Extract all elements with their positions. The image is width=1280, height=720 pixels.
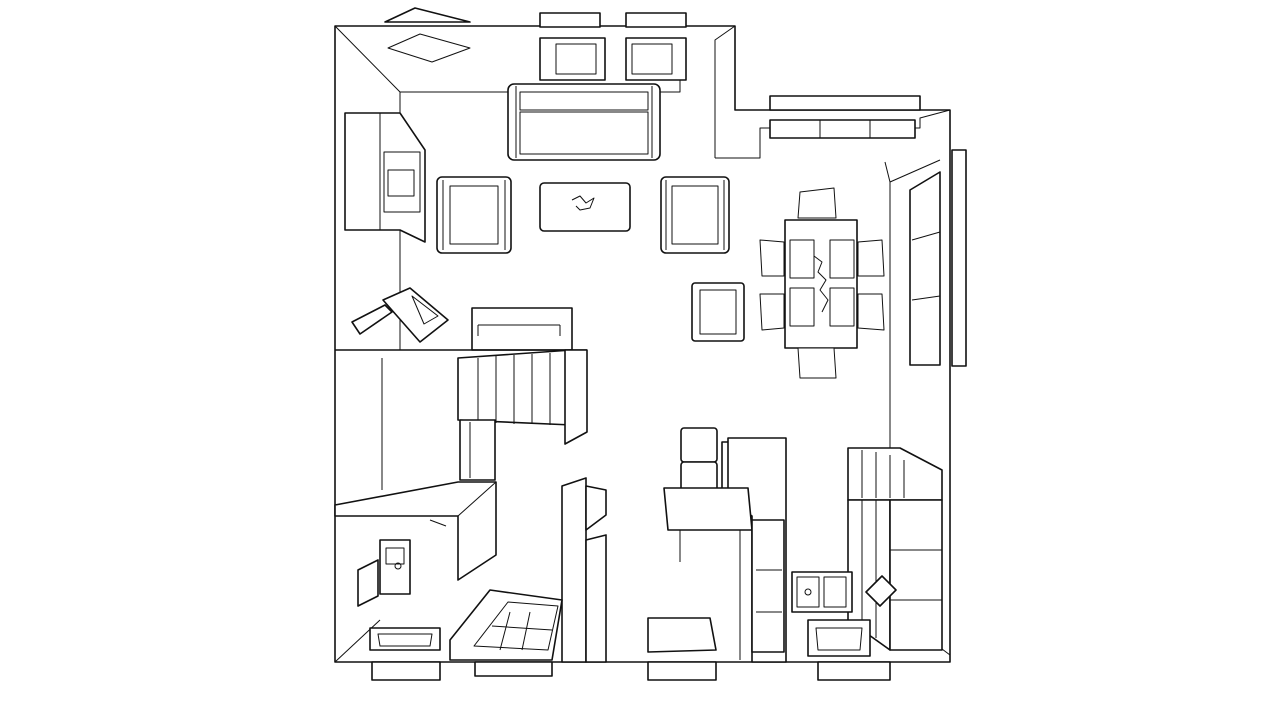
hallway-walls [334, 477, 607, 663]
sofa [507, 83, 661, 161]
kitchen-counter [663, 437, 787, 663]
window-top-center [539, 12, 606, 81]
coffee-table [539, 182, 631, 232]
side-cabinet [471, 307, 573, 351]
entrance-door [449, 589, 563, 677]
sink [791, 571, 897, 613]
bathroom-fixtures [357, 519, 447, 681]
staircase [335, 349, 588, 490]
armchair-right [660, 176, 730, 254]
small-armchair [691, 282, 745, 342]
armchair-left [436, 176, 512, 254]
dining-chairs [759, 187, 885, 379]
window-top-left [384, 7, 471, 63]
bottom-window-center [647, 617, 717, 681]
upper-cabinets [847, 447, 943, 651]
desk-chair [351, 287, 449, 343]
window-upper-right [769, 95, 921, 139]
window-right-wall [909, 149, 967, 367]
tv-cabinet [344, 112, 426, 243]
dining-table [784, 219, 858, 349]
window-top-right [625, 12, 687, 81]
stove [807, 619, 891, 681]
